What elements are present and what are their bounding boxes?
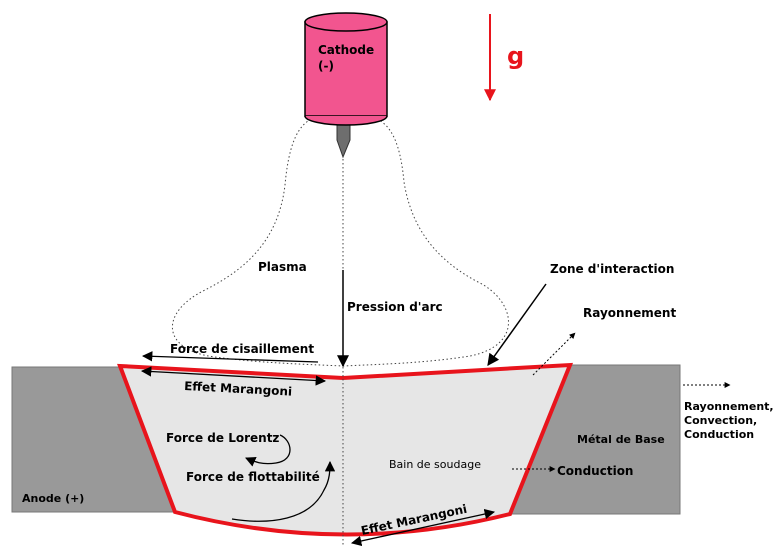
heat-loss-line-1: Rayonnement, (684, 400, 774, 413)
marangoni-top-arrow (140, 366, 327, 386)
shear-force-arrow (141, 351, 319, 363)
plasma-label: Plasma (258, 260, 307, 274)
conduction-label: Conduction (557, 464, 633, 478)
base-metal-label: Métal de Base (577, 433, 665, 446)
cathode-polarity: (-) (318, 59, 334, 73)
plasma-envelope (172, 115, 509, 367)
radiation-label: Rayonnement (583, 306, 676, 320)
weld-pool-label: Bain de soudage (389, 458, 481, 471)
anode-label: Anode (+) (22, 492, 84, 505)
electrode-tip (336, 121, 351, 159)
lorentz-arrow (245, 434, 291, 467)
radiation-arrow (532, 332, 576, 376)
buoyancy-arrow (231, 460, 336, 522)
arc-pressure-label: Pression d'arc (347, 300, 443, 314)
lorentz-label: Force de Lorentz (166, 431, 279, 445)
marangoni-top-label: Effet Marangoni (184, 379, 293, 399)
cathode-label: Cathode (318, 43, 374, 57)
heat-loss-line-3: Conduction (684, 428, 754, 441)
shear-force-label: Force de cisaillement (170, 342, 314, 356)
marangoni-bottom-arrow (350, 508, 496, 547)
cathode: Cathode (-) (304, 12, 388, 159)
heat-loss-line-2: Convection, (684, 414, 757, 427)
buoyancy-label: Force de flottabilité (186, 470, 320, 484)
gravity-label: g (507, 42, 524, 70)
interaction-zone-arrow (487, 283, 547, 366)
interaction-zone-label: Zone d'interaction (550, 262, 674, 276)
